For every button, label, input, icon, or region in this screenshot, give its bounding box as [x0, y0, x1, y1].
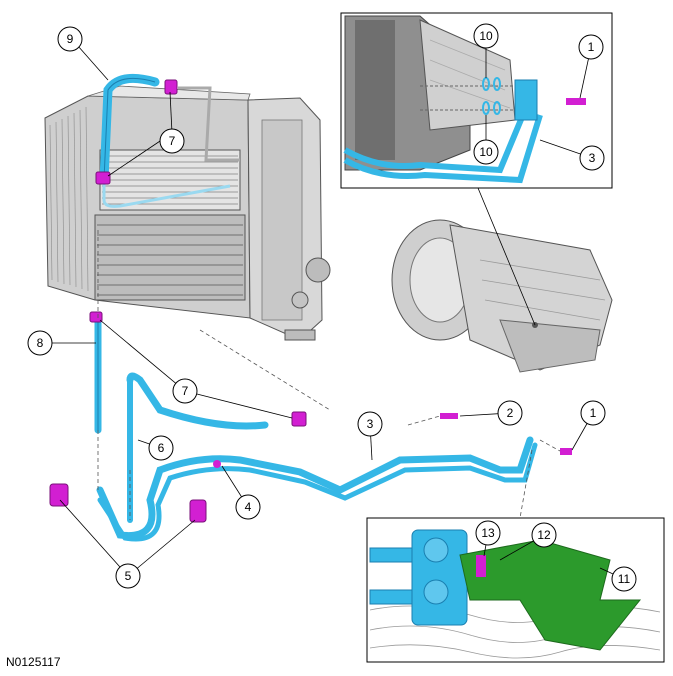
clip-mid [291, 411, 307, 427]
callout-2: 2 [497, 400, 523, 426]
callout-7-lower: 7 [172, 378, 198, 404]
svg-text:4: 4 [245, 500, 252, 514]
callout-bubbles: 9 7 8 7 6 4 5 3 2 1 1 3 10 10 13 12 11 [27, 23, 637, 592]
svg-text:6: 6 [158, 441, 165, 455]
inset-top [340, 12, 613, 189]
clip-upper-left [95, 171, 111, 185]
svg-text:9: 9 [67, 32, 74, 46]
callout-10-upper: 10 [473, 23, 499, 49]
svg-text:5: 5 [125, 569, 132, 583]
callout-10-lower: 10 [473, 139, 499, 165]
callout-8: 8 [27, 330, 53, 356]
svg-text:1: 1 [590, 406, 597, 420]
svg-text:8: 8 [37, 336, 44, 350]
svg-text:13: 13 [481, 526, 495, 540]
bolt-2 [440, 413, 458, 419]
svg-text:10: 10 [479, 145, 493, 159]
inset-bottom [366, 517, 665, 663]
alignment-lines [97, 230, 561, 520]
bolt-inset [566, 98, 586, 105]
callout-3-lower: 3 [357, 411, 383, 437]
upper-tube [99, 73, 240, 208]
inset-leader [477, 187, 536, 326]
callout-1-lower: 1 [580, 400, 606, 426]
svg-text:2: 2 [507, 406, 514, 420]
bolt-1-lower [560, 448, 572, 455]
callout-13: 13 [475, 520, 501, 546]
svg-text:3: 3 [589, 151, 596, 165]
callout-5: 5 [115, 563, 141, 589]
callout-6: 6 [148, 435, 174, 461]
svg-text:11: 11 [618, 572, 631, 586]
callout-12: 12 [531, 522, 557, 548]
svg-text:7: 7 [182, 384, 189, 398]
clip-vertical [89, 311, 103, 323]
callout-7-upper: 7 [159, 128, 185, 154]
transmission [391, 219, 613, 373]
callout-4: 4 [235, 494, 261, 520]
clip-lower-right [189, 499, 207, 523]
svg-text:3: 3 [367, 417, 374, 431]
bolt-bracket [476, 555, 486, 577]
callout-1-upper: 1 [578, 34, 604, 60]
clip-lower-left [49, 483, 69, 507]
callout-9: 9 [57, 26, 83, 52]
clip-4 [213, 460, 221, 468]
callout-11: 11 [611, 566, 637, 592]
tube-routing [94, 316, 538, 542]
svg-text:12: 12 [537, 528, 551, 542]
svg-text:7: 7 [169, 134, 176, 148]
callout-3-upper: 3 [579, 145, 605, 171]
radiator-core [49, 106, 89, 292]
figure-id: N0125117 [6, 655, 61, 669]
svg-text:1: 1 [588, 40, 595, 54]
clip-upper-right [164, 79, 178, 95]
radiator-assembly [44, 85, 331, 341]
svg-text:10: 10 [479, 29, 493, 43]
